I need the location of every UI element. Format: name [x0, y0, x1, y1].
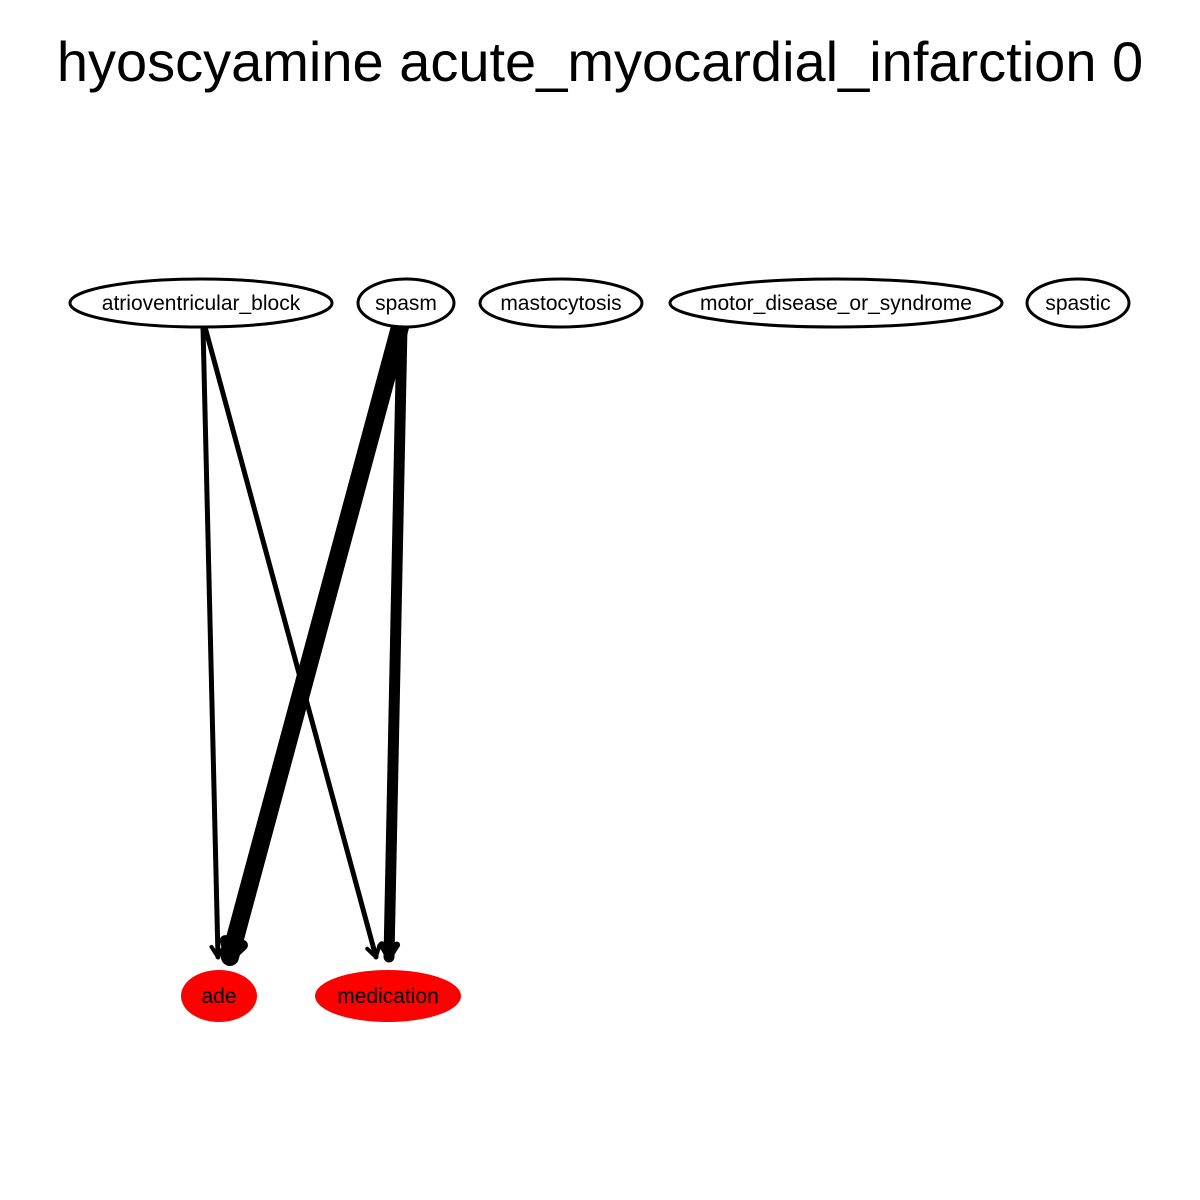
node-ellipse — [68, 277, 334, 329]
edge-atrioventricular_block-to-ade — [200, 324, 227, 960]
node-medication: medication — [315, 970, 461, 1022]
node-label: atrioventricular_block — [102, 292, 301, 315]
edge-line — [383, 321, 408, 963]
node-label: ade — [201, 985, 236, 1008]
edge-arrowhead — [219, 935, 248, 963]
edge-arrowhead — [209, 944, 227, 959]
node-ellipse — [668, 277, 1004, 329]
edge-line — [202, 324, 379, 960]
edge-arrowhead — [365, 943, 382, 959]
node-label: spastic — [1045, 292, 1110, 315]
edge-spasm-to-ade — [219, 318, 409, 966]
edges-layer — [200, 318, 409, 966]
node-atrioventricular_block: atrioventricular_block — [68, 277, 334, 329]
node-label: motor_disease_or_syndrome — [700, 292, 972, 315]
edge-spasm-to-medication — [378, 321, 408, 963]
node-mastocytosis: mastocytosis — [478, 277, 644, 329]
edge-atrioventricular_block-to-medication — [202, 324, 382, 960]
node-ellipse — [478, 277, 644, 329]
node-spastic: spastic — [1025, 277, 1131, 329]
edge-line — [221, 318, 409, 966]
edge-arrowhead — [378, 941, 401, 961]
nodes-layer: atrioventricular_block spasm mastocytosis m… — [68, 277, 1131, 1022]
node-motor_disease_or_syndrome: motor_disease_or_syndrome — [668, 277, 1004, 329]
node-ellipse — [181, 970, 257, 1022]
node-ellipse — [315, 970, 461, 1022]
node-label: mastocytosis — [500, 292, 621, 315]
node-label: medication — [337, 985, 439, 1008]
node-ade: ade — [181, 970, 257, 1022]
graph-title: hyoscyamine acute_myocardial_infarction … — [56, 30, 1144, 93]
node-ellipse — [356, 277, 456, 329]
node-ellipse — [1025, 277, 1131, 329]
edge-line — [200, 324, 221, 960]
node-label: spasm — [375, 292, 437, 315]
node-spasm: spasm — [356, 277, 456, 329]
